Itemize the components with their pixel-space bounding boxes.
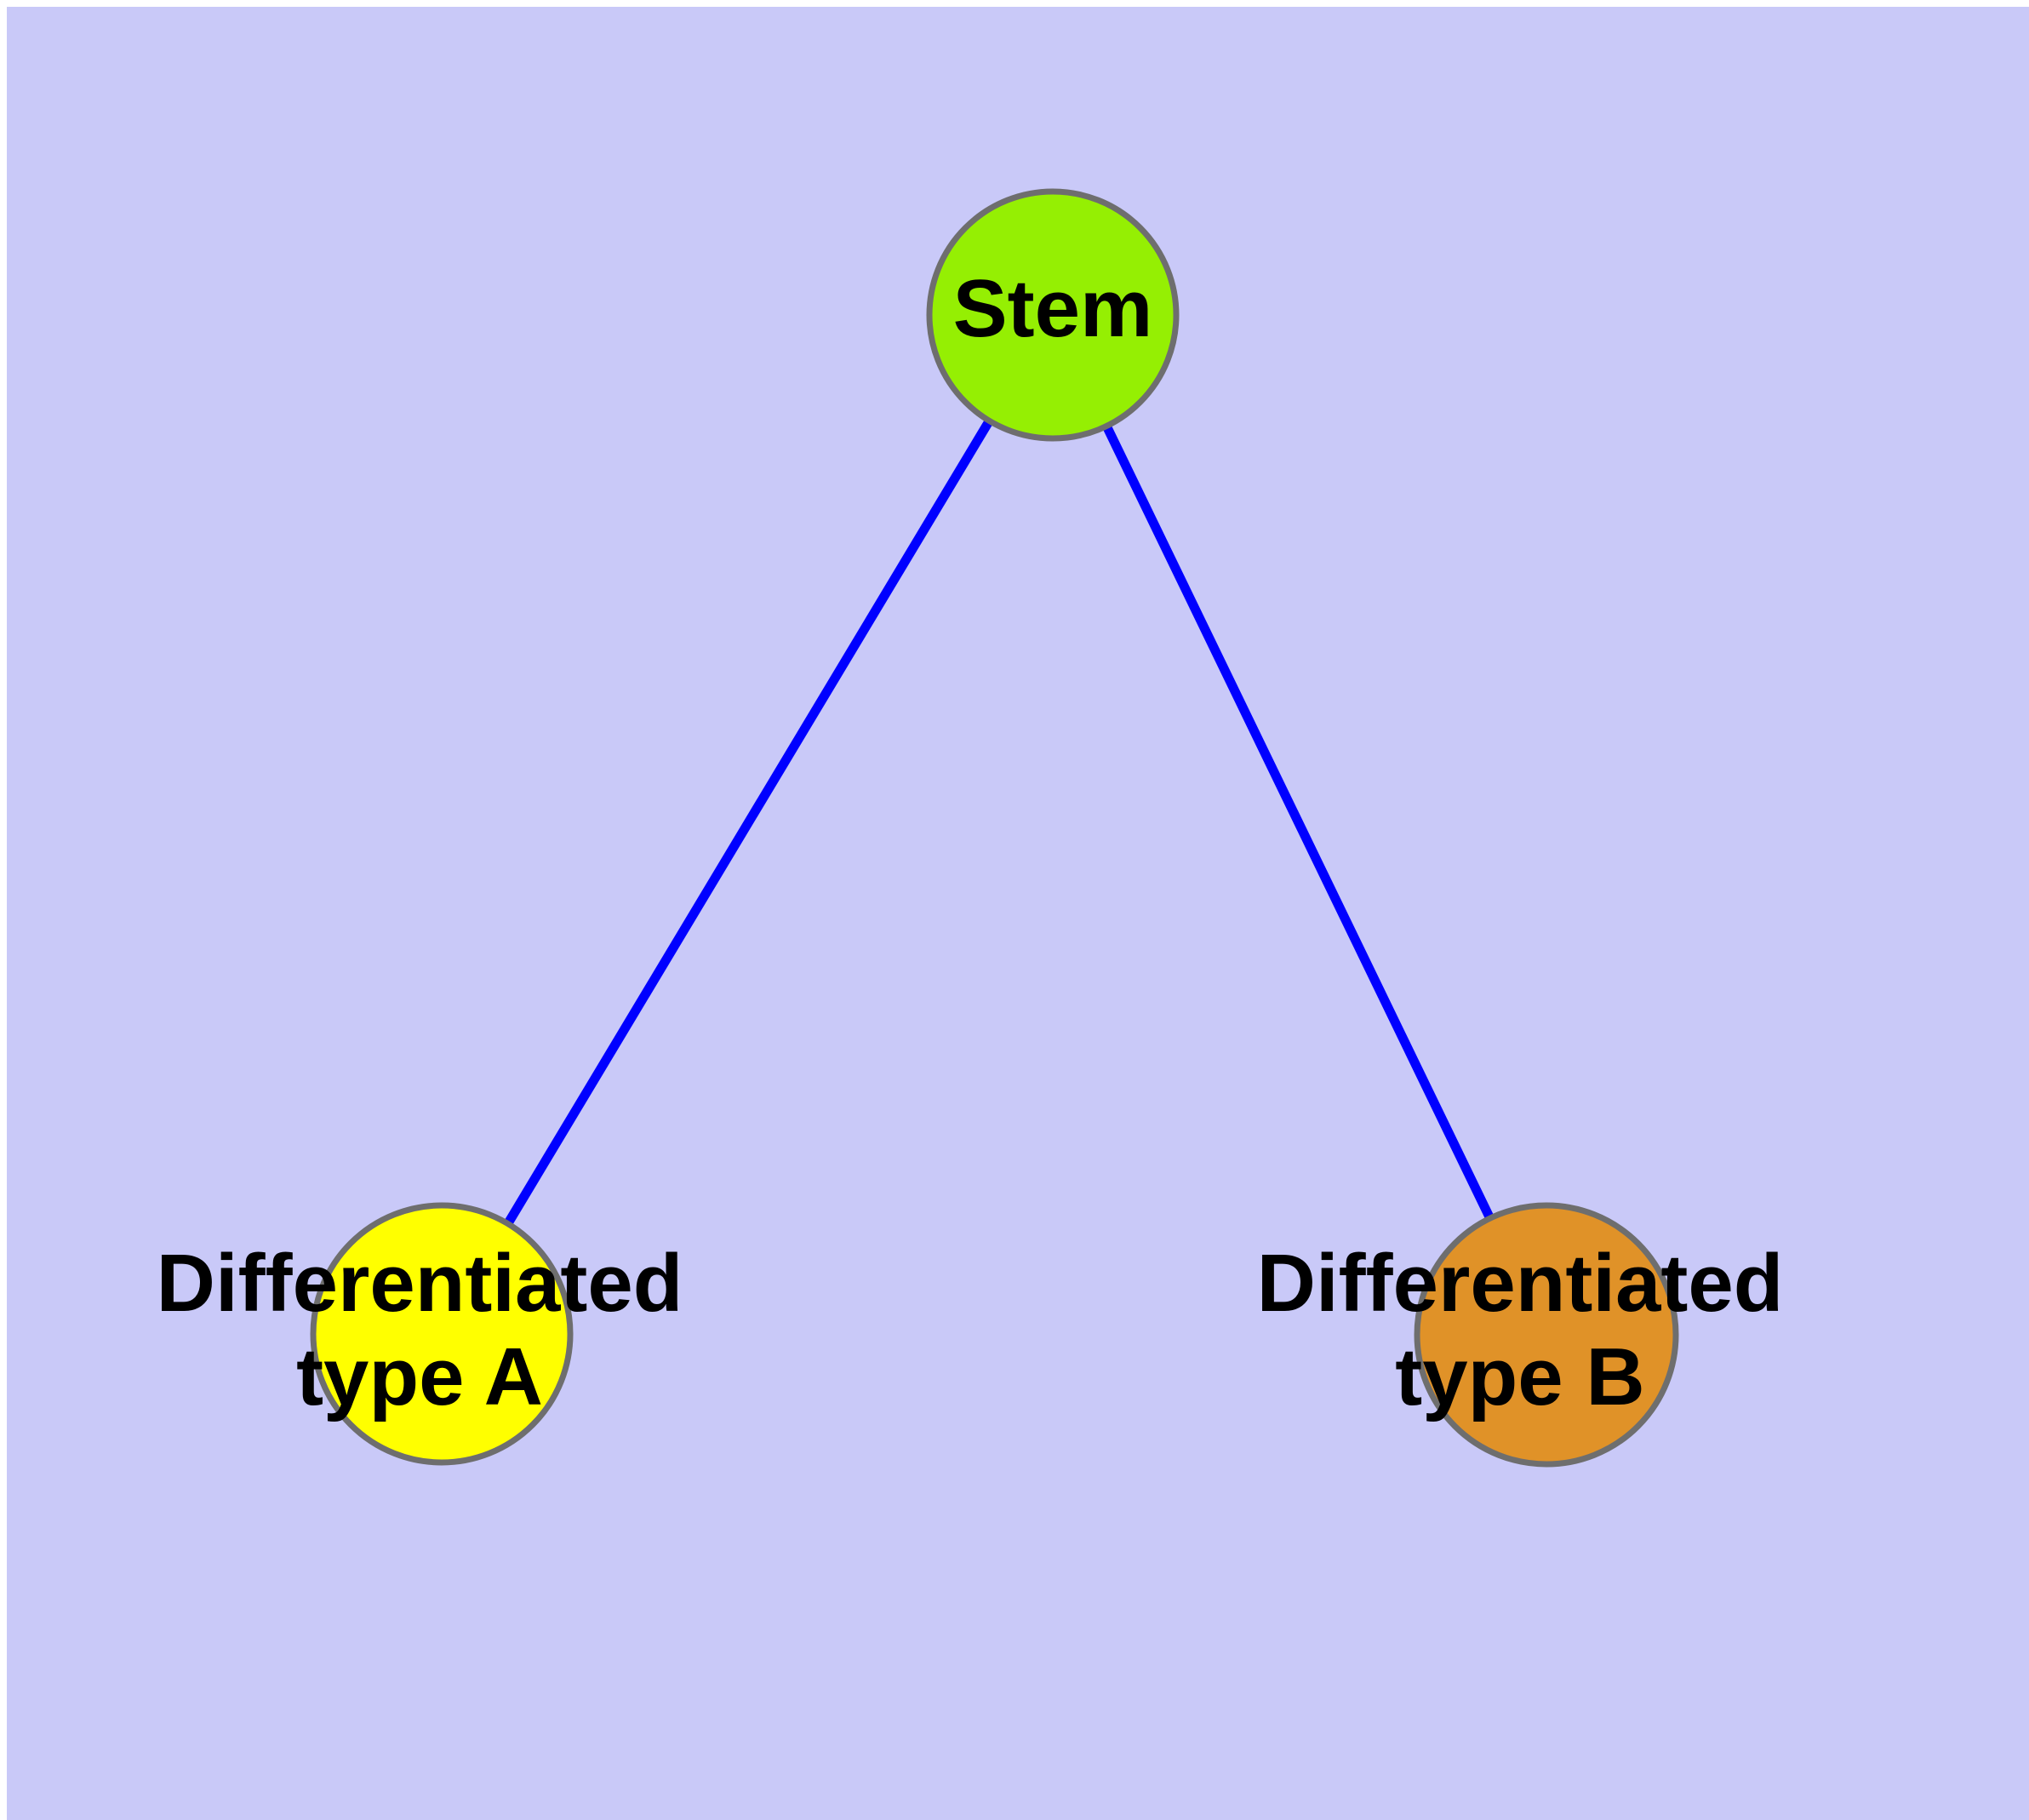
- node-label-line: Differentiated: [1257, 1238, 1784, 1329]
- node-label-line: type A: [296, 1331, 543, 1422]
- graph-node-stem[interactable]: [926, 188, 1180, 442]
- graph-node-diff_a[interactable]: [310, 1202, 574, 1466]
- node-label-line: type B: [1395, 1331, 1644, 1422]
- node-label-line: Stem: [953, 263, 1153, 354]
- graph-node-diff_b[interactable]: [1414, 1202, 1679, 1468]
- edges-layer: [437, 312, 1551, 1337]
- graph-edge-stem-to-a: [437, 312, 1057, 1336]
- node-label-stem: Stem: [953, 263, 1153, 354]
- node-label-line: Differentiated: [157, 1238, 683, 1329]
- graph-edge-stem-to-b: [1049, 312, 1551, 1337]
- nodes-layer: [310, 188, 1679, 1468]
